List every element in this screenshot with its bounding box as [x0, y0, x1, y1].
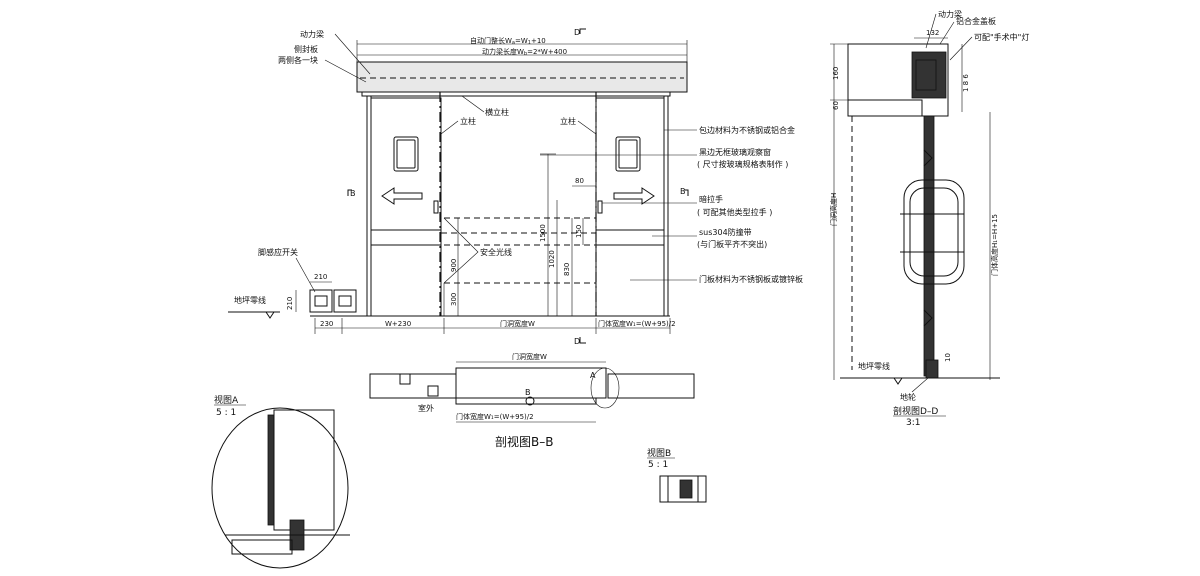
section-dd: 160 60 门洞高度H 门体高度H₁=H+15 1 8 6 132 10 动力…	[829, 9, 1029, 428]
view-a-title: 视图A	[214, 394, 239, 406]
panel-material-label: 门板材料为不锈钢板或镀锌板	[699, 274, 803, 284]
auto-door-length-sub: a	[512, 40, 515, 46]
arrow-right-icon	[613, 187, 655, 205]
post-left-label: 立柱	[460, 116, 476, 126]
window-label-1: 黑边无框玻璃观察窗	[699, 147, 771, 157]
dim-230: 230	[320, 320, 333, 328]
power-beam-label: 动力梁	[300, 29, 324, 39]
view-a-scale: 5 : 1	[216, 408, 236, 418]
window-label-2: ( 尺寸按玻璃规格表制作 )	[697, 159, 788, 169]
section-d-marker-top: D	[574, 28, 580, 37]
section-d-marker-bottom: D	[574, 337, 580, 346]
bumper-label-2: (与门板平齐不突出)	[697, 239, 767, 249]
edge-material-label: 包边材料为不锈钢或铝合金	[699, 125, 795, 135]
section-b-marker-right: B	[680, 187, 686, 196]
dd-dim-60: 60	[832, 101, 840, 110]
right-door-panel	[595, 97, 665, 317]
post-right-label: 立柱	[560, 116, 576, 126]
svg-text:动力梁长度Wb=2*W+400: 动力梁长度Wb=2*W+400	[482, 47, 567, 57]
view-b-title: 视图B	[647, 447, 671, 459]
dd-dim-186: 1 8 6	[962, 74, 970, 92]
left-window	[393, 136, 419, 172]
right-window	[615, 136, 641, 172]
bb-opening-width: 门洞宽度W	[512, 352, 547, 361]
dim-1500: 1500	[539, 224, 547, 242]
auto-door-length-tail: +10	[531, 37, 546, 45]
left-door-panel	[370, 97, 442, 317]
right-handle	[597, 200, 603, 214]
handle-label-2: ( 可配其他类型拉手 )	[697, 207, 772, 217]
auto-door-length-sub2: 1	[528, 40, 531, 46]
dd-aluminum-cover-label: 铝合金盖板	[956, 16, 996, 26]
auto-door-length-label: 自动门整长W	[470, 36, 512, 45]
foot-switch-1	[309, 289, 333, 313]
dd-power-beam-label: 动力梁	[938, 9, 962, 19]
floor-line-label: 地坪零线	[234, 295, 266, 305]
foot-switch-2	[333, 289, 357, 313]
power-beam	[356, 61, 688, 93]
bb-outside-label: 室外	[418, 403, 434, 413]
dim-1020: 1020	[548, 250, 556, 268]
view-b-scale: 5 : 1	[648, 460, 668, 470]
dim-900: 900	[450, 259, 458, 272]
power-beam-length-formula: =2*W+400	[527, 48, 567, 56]
handle-label-1: 暗拉手	[699, 194, 723, 204]
dd-dim-132: 132	[926, 29, 939, 37]
section-bb: 门洞宽度W 门体宽度W₁=(W+95)/2 室外 A B 剖视图B–B	[369, 352, 695, 449]
section-bb-title: 剖视图B–B	[495, 434, 553, 449]
dim-opening-width: 门洞宽度W	[500, 319, 535, 328]
dd-opening-height: 门洞高度H	[829, 193, 838, 226]
bb-door-width: 门体宽度W₁=(W+95)/2	[456, 412, 534, 421]
view-b-detail: 视图B 5 : 1	[647, 447, 707, 503]
foot-switch-label: 脚感应开关	[258, 247, 298, 257]
arrow-left-icon	[381, 187, 423, 205]
dd-light-note: 可配"手术中"灯	[974, 32, 1029, 42]
section-b-marker-left: B	[350, 189, 356, 198]
section-dd-title: 剖视图D–D	[893, 405, 938, 417]
left-handle	[433, 200, 439, 214]
dim-830: 830	[563, 263, 571, 276]
dd-door-height: 门体高度H₁=H+15	[990, 214, 999, 276]
front-elevation: 自动门整长Wa=W1+10 动力梁长度Wb=2*W+400 D 动力梁 侧封板 …	[228, 28, 803, 346]
dd-dim-10: 10	[944, 353, 952, 362]
bb-marker-a: A	[590, 371, 596, 380]
dim-150: 150	[575, 225, 583, 238]
dim-80: 80	[575, 177, 584, 185]
section-dd-scale: 3:1	[906, 418, 920, 428]
safety-beam-label: 安全光线	[480, 247, 512, 257]
power-beam-length-sub: b	[524, 51, 527, 57]
bb-marker-b: B	[525, 388, 531, 397]
bumper-label-1: sus304防撞带	[699, 227, 752, 237]
dim-210-top: 210	[314, 273, 327, 281]
power-beam-length-label: 动力梁长度W	[482, 47, 524, 56]
side-cover-label: 侧封板	[294, 44, 318, 54]
dd-dim-160: 160	[832, 67, 840, 80]
dim-door-width: 门体宽度W₁=(W+95)/2	[598, 319, 676, 328]
svg-text:自动门整长Wa=W1+10: 自动门整长Wa=W1+10	[470, 36, 546, 46]
dim-w230: W+230	[385, 320, 411, 328]
dim-300: 300	[450, 293, 458, 306]
dd-floor-line-label: 地坪零线	[858, 361, 890, 371]
dd-floor-wheel-label: 地轮	[900, 392, 916, 402]
side-cover-note: 两侧各一块	[278, 55, 318, 65]
auto-door-length-formula: =W	[515, 37, 528, 45]
view-a-detail: 视图A 5 : 1	[211, 394, 350, 569]
dim-210-side: 210	[286, 297, 294, 310]
cross-post-label: 横立柱	[485, 107, 509, 117]
